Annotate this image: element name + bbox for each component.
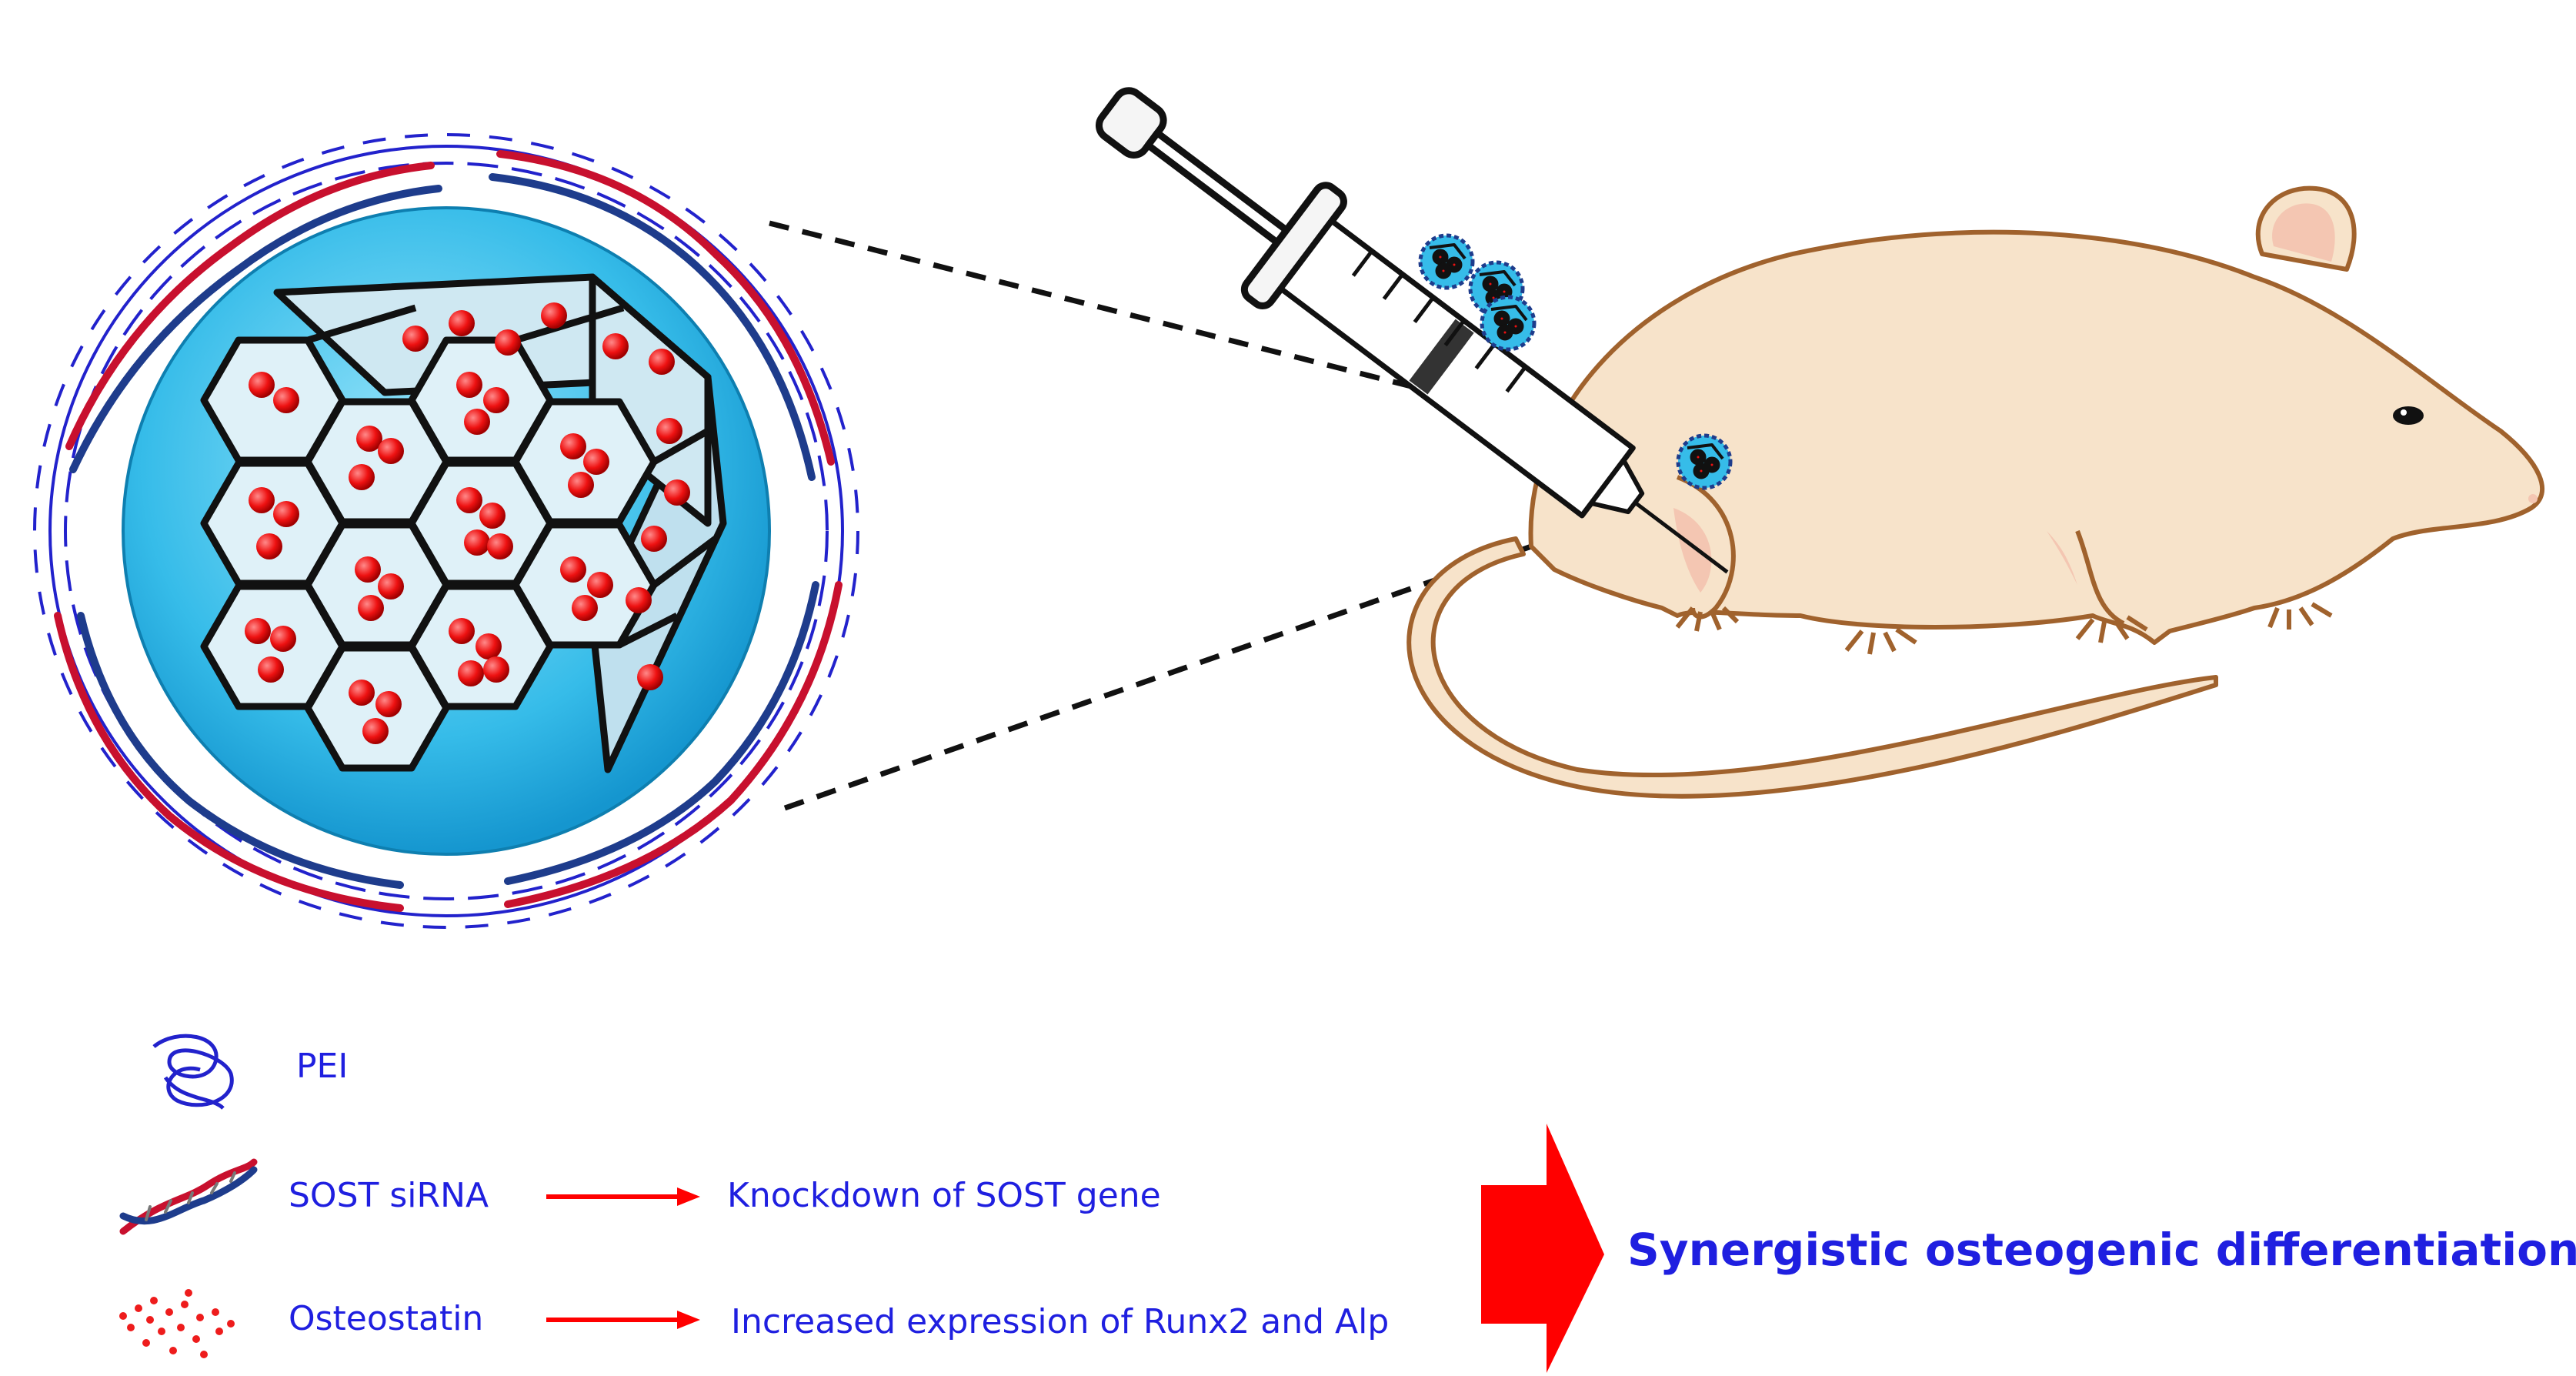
sirna-effect-text: Knockdown of SOST gene [727, 1176, 1161, 1215]
sirna-label: SOST siRNA [289, 1176, 489, 1215]
osteostatin-dots [245, 302, 690, 744]
outcome-text: Synergistic osteogenic differentiation [1627, 1224, 2576, 1276]
osteostatin-arrow [546, 1311, 700, 1329]
sirna-arrow [546, 1187, 700, 1206]
rna-shell [54, 150, 843, 912]
outcome-arrow [1481, 1124, 1604, 1373]
osteostatin-effect-text: Increased expression of Runx2 and Alp [731, 1302, 1390, 1341]
nanoparticle-icon [33, 133, 859, 929]
dot-cluster-icon [119, 1289, 235, 1358]
double-helix-icon [119, 1158, 258, 1235]
honeycomb-prism [204, 273, 727, 773]
pei-label: PEI [296, 1047, 349, 1086]
pei-shell [33, 133, 859, 929]
rat-icon [1406, 185, 2545, 799]
pei-coil-icon [152, 1034, 234, 1110]
syringe-icon [1095, 87, 1769, 574]
osteostatin-label: Osteostatin [289, 1299, 484, 1338]
